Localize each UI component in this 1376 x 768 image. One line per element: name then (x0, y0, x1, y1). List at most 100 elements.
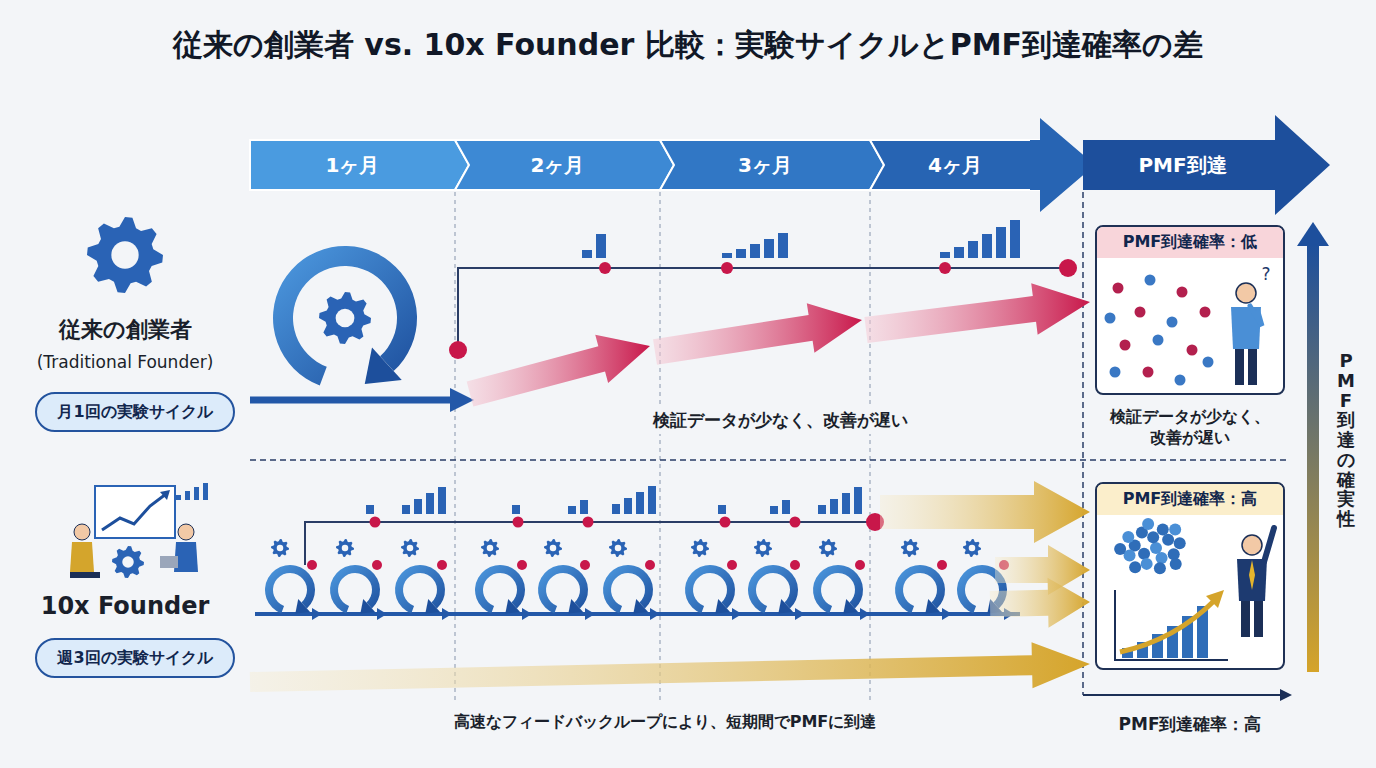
team-illustration (70, 572, 100, 578)
cycle-arrow (330, 565, 380, 614)
cycle-arrow (715, 599, 730, 614)
cycle-label: 月1回の実験サイクル (57, 402, 212, 423)
tenx-flow (568, 506, 576, 514)
grid-line (1083, 694, 1280, 696)
person-figure (1235, 347, 1244, 385)
tenx-flow (790, 560, 800, 570)
result-note: 検証データが少なく、改善が遅い (1105, 407, 1275, 449)
gear-icon (901, 539, 919, 557)
traditional-flow (939, 262, 951, 274)
cycle-arrow (425, 599, 440, 614)
axis-label: PMF到達の確実性 (1337, 351, 1355, 529)
tenx-flow (517, 560, 527, 570)
tenx-flow (438, 487, 446, 514)
gear-icon (407, 545, 413, 551)
gear-icon (336, 539, 354, 557)
cycle-arrow (273, 246, 417, 385)
tenx-flow (522, 608, 532, 620)
team-illustration (70, 542, 94, 572)
tenx-flow (645, 560, 655, 570)
gear-icon (544, 539, 562, 557)
low-probability-illustration (1187, 345, 1198, 356)
founder-subtitle: (Traditional Founder) (37, 352, 214, 372)
gear-icon (907, 545, 913, 551)
gear-icon (271, 539, 289, 557)
result-box: PMF到達確率：低 (1095, 225, 1285, 395)
tenx-flow (366, 505, 374, 514)
cycle-arrow (330, 565, 380, 613)
cycle-arrow (603, 565, 653, 614)
cycle-arrow (273, 246, 417, 385)
person-figure (1231, 283, 1262, 385)
timeline-segment: 3ヶ月 (660, 140, 870, 190)
gear-icon (754, 539, 772, 557)
traditional-flow (653, 303, 862, 365)
timeline-segment: 1ヶ月 (250, 140, 455, 190)
low-probability-illustration (1110, 367, 1121, 378)
cycle-arrow (360, 599, 375, 614)
cycle-arrow (748, 565, 798, 613)
gear-icon (691, 539, 709, 557)
traditional-flow (940, 252, 950, 258)
question-mark: ? (1261, 264, 1270, 284)
traditional-flow (722, 253, 732, 258)
traditional-flow (596, 234, 606, 258)
team-illustration (102, 494, 166, 530)
cycle-arrow (895, 565, 945, 614)
tenx-flow (782, 500, 790, 514)
low-probability-illustration (1153, 335, 1164, 346)
tenx-flow (307, 560, 317, 570)
tenx-flow (818, 505, 826, 514)
gear-icon (615, 545, 621, 551)
high-probability-illustration (1169, 524, 1181, 536)
traditional-flow (982, 234, 992, 258)
tenx-flow (636, 492, 644, 514)
tenx-flow (580, 500, 588, 514)
grid-line (1082, 192, 1084, 695)
result-header: PMF到達確率：低 (1097, 227, 1283, 258)
timeline-band (870, 140, 1054, 190)
gear-icon (963, 539, 981, 557)
gear-icon (963, 539, 981, 557)
tenx-flow (512, 505, 520, 514)
low-probability-illustration (1135, 307, 1146, 318)
founder-name: 10x Founder (41, 592, 210, 620)
traditional-flow (954, 247, 964, 258)
gear-icon (481, 539, 499, 557)
cycle-arrow (813, 565, 863, 613)
team-illustration (160, 556, 178, 568)
cycle-arrow (603, 565, 653, 613)
cycle-arrow (265, 565, 315, 613)
tenx-flow (942, 608, 952, 620)
low-probability-illustration (1203, 357, 1214, 368)
traditional-flow (582, 250, 592, 258)
probability-label: PMF到達確率：低 (1123, 232, 1258, 253)
month-label: PMF到達 (1138, 152, 1226, 179)
tenx-flow (442, 608, 452, 620)
tenx-flow (372, 560, 382, 570)
gear-icon (336, 539, 354, 557)
high-probability-illustration (1174, 537, 1186, 549)
gear-icon (111, 241, 138, 268)
gear-icon (760, 545, 766, 551)
cycle-arrow (843, 599, 858, 614)
low-probability-illustration (1105, 313, 1116, 324)
gear-icon (401, 539, 419, 557)
team-illustration (160, 490, 170, 500)
tenx-flow (312, 608, 322, 620)
probability-label: PMF到達確率：高 (1123, 489, 1258, 510)
tenx-flow (583, 517, 594, 528)
tenx-flow (305, 522, 875, 565)
result-note: PMF到達確率：高 (1119, 713, 1262, 736)
cycle-arrow (395, 565, 445, 614)
tenx-flow (855, 560, 865, 570)
gear-icon (271, 539, 289, 557)
tenx-flow (414, 499, 422, 514)
gear-icon (319, 292, 371, 344)
high-probability-illustration (1154, 562, 1166, 574)
diagram-title: 従来の創業者 vs. 10x Founder 比較：実験サイクルとPMF到達確率… (173, 25, 1203, 66)
gear-icon (544, 539, 562, 557)
gear-icon (112, 546, 144, 578)
tenx-flow (402, 505, 410, 514)
